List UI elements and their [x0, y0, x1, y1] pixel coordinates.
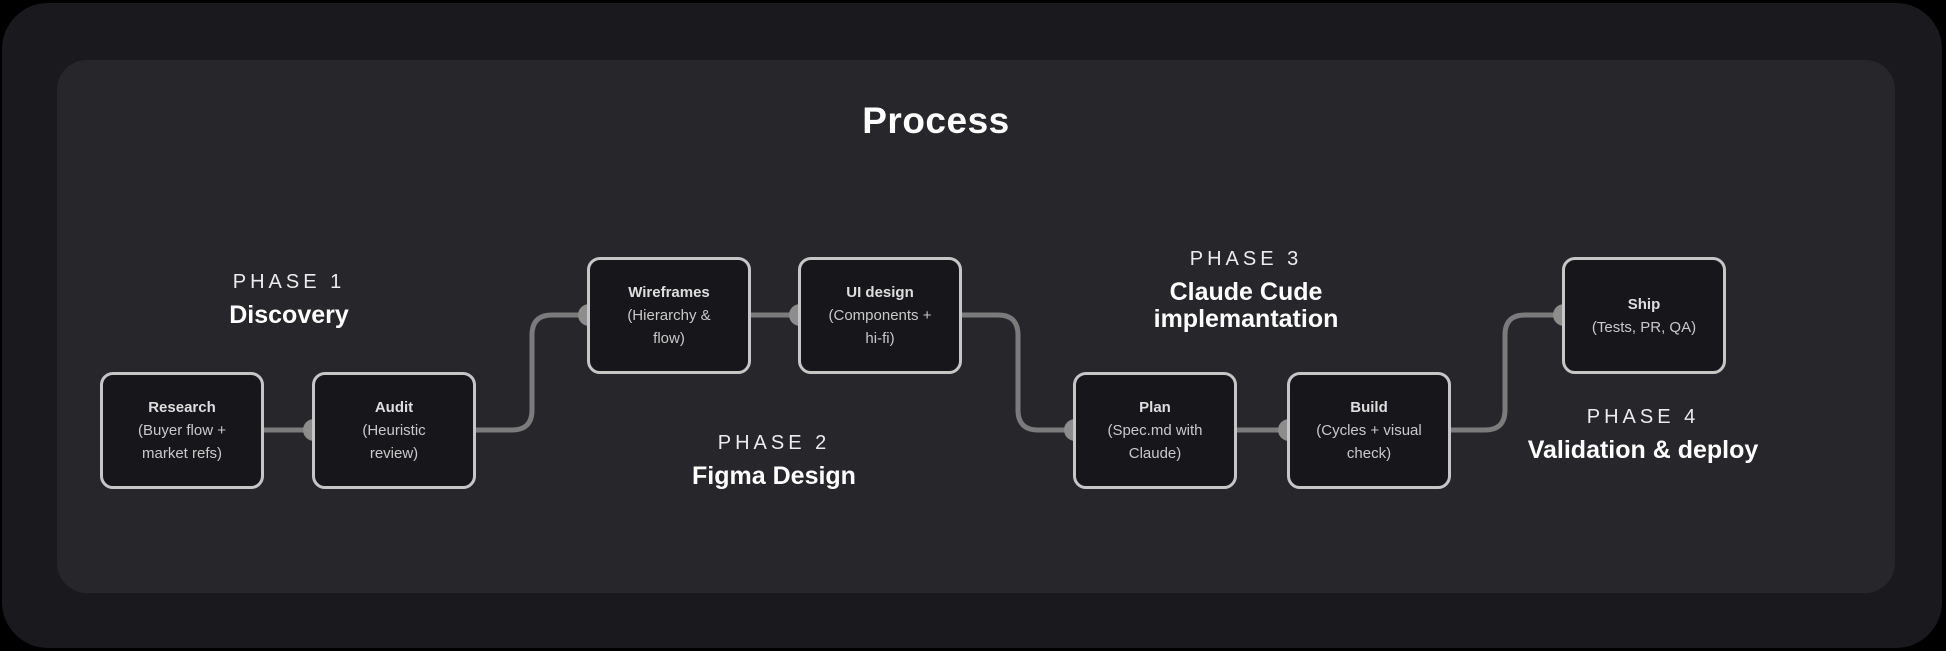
phase-3-label: PHASE 3 — [1189, 248, 1303, 270]
node-plan-title: Plan — [1139, 399, 1171, 416]
node-audit: Audit (Heuristic review) — [312, 372, 476, 489]
phase-3-group: PHASE 3 Claude Cude implemantation — [1111, 248, 1381, 333]
node-wireframes: Wireframes (Hierarchy & flow) — [587, 257, 751, 374]
node-research: Research (Buyer flow + market refs) — [100, 372, 264, 489]
node-ui-design-line: hi-fi) — [865, 330, 895, 347]
node-plan-line: (Spec.md with — [1107, 422, 1203, 439]
phase-4-group: PHASE 4 Validation & deploy — [1528, 406, 1759, 464]
node-wireframes-line: (Hierarchy & — [627, 307, 711, 324]
phase-1-group: PHASE 1 Discovery — [229, 271, 349, 329]
node-ship-title: Ship — [1627, 295, 1661, 313]
phase-4-label: PHASE 4 — [1586, 406, 1700, 428]
node-wireframes-title: Wireframes — [628, 284, 710, 301]
node-build-line: (Cycles + visual — [1316, 422, 1422, 439]
page-title: Process — [862, 100, 1010, 141]
phase-1-label: PHASE 1 — [232, 271, 346, 293]
node-research-line: market refs) — [141, 445, 222, 462]
node-ui-design: UI design (Components + hi-fi) — [798, 257, 962, 374]
node-build-title: Build — [1350, 399, 1388, 416]
node-audit-title: Audit — [374, 399, 414, 416]
phase-2-group: PHASE 2 Figma Design — [692, 432, 856, 490]
node-wireframes-line: flow) — [653, 330, 685, 347]
phase-1-name: Discovery — [229, 301, 349, 329]
phase-3-name: Claude Cude implemantation — [1153, 278, 1339, 333]
node-research-line: (Buyer flow + — [138, 422, 226, 439]
node-ui-design-title: UI design — [846, 284, 914, 301]
node-plan-line: Claude) — [1128, 445, 1182, 462]
connector-uidesign-plan — [958, 312, 1077, 433]
phase-2-label: PHASE 2 — [717, 432, 831, 454]
node-research-title: Research — [148, 399, 216, 416]
connector-audit-wireframes — [473, 312, 591, 433]
node-audit-line: (Heuristic — [362, 422, 426, 439]
connector-build-ship — [1448, 312, 1566, 433]
node-audit-line: review) — [369, 445, 419, 462]
node-build: Build (Cycles + visual check) — [1287, 372, 1451, 489]
node-plan: Plan (Spec.md with Claude) — [1073, 372, 1237, 489]
phase-4-name: Validation & deploy — [1527, 436, 1759, 464]
node-ui-design-line: (Components + — [828, 307, 932, 324]
phase-2-name: Figma Design — [692, 462, 856, 490]
node-build-line: check) — [1346, 445, 1392, 462]
node-ship: Ship (Tests, PR, QA) — [1562, 257, 1726, 374]
node-ship-line: (Tests, PR, QA) — [1591, 318, 1697, 336]
